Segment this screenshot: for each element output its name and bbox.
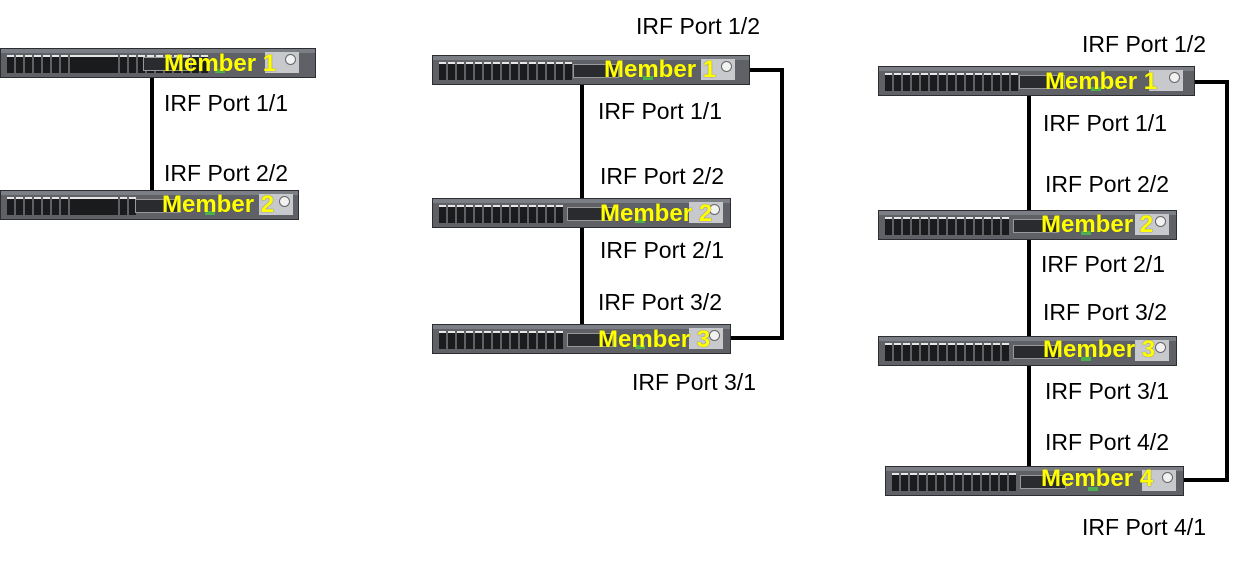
irf-port-label: IRF Port 2/1 (1041, 251, 1165, 277)
status-led-icon (215, 69, 225, 73)
switch-t3-member-2 (432, 198, 731, 228)
member-label: Member 2 (600, 200, 713, 227)
status-led-icon (205, 211, 215, 215)
switch-top-strip (886, 467, 1183, 471)
member-label: Member 3 (598, 326, 711, 353)
port-block-a (7, 55, 113, 73)
member-label: Member 2 (162, 191, 275, 218)
irf-port-label: IRF Port 1/1 (598, 98, 722, 124)
member-label: Member 4 (1041, 465, 1154, 492)
port-block-a (885, 73, 1018, 91)
switch-top-strip (1, 191, 298, 195)
port-block-a (885, 343, 1009, 361)
switch-top-strip (879, 67, 1194, 71)
hp-logo-icon (259, 194, 293, 215)
hp-logo-icon (701, 59, 735, 80)
member-label: Member 1 (1045, 68, 1158, 95)
switch-top-strip (433, 56, 749, 60)
port-block-a (439, 205, 563, 223)
switch-t3-member-3 (432, 324, 731, 354)
irf-port-label: IRF Port 4/1 (1082, 514, 1206, 540)
irf-port-label: IRF Port 3/2 (598, 289, 722, 315)
irf-port-label: IRF Port 3/1 (632, 369, 756, 395)
port-block-a (439, 331, 563, 349)
status-led-icon (1081, 231, 1091, 235)
hp-logo-icon (1149, 70, 1183, 91)
hp-logo-icon (689, 328, 723, 349)
switch-t4-member-1 (878, 66, 1195, 96)
link-t4-ring-m1-m4 (1182, 80, 1229, 482)
member-label: Member 3 (1043, 336, 1156, 363)
irf-port-label: IRF Port 2/2 (1045, 171, 1169, 197)
irf-port-label: IRF Port 2/2 (164, 160, 288, 186)
status-led-icon (1081, 357, 1091, 361)
hp-logo-icon (1135, 214, 1169, 235)
irf-port-label: IRF Port 1/1 (1043, 110, 1167, 136)
status-led-icon (635, 219, 645, 223)
sfp-slot (1013, 345, 1059, 359)
port-block-a (7, 197, 113, 215)
irf-port-label: IRF Port 4/2 (1045, 429, 1169, 455)
status-led-icon (635, 345, 645, 349)
hp-logo-icon (689, 202, 723, 223)
switch-top-strip (879, 211, 1176, 215)
irf-port-label: IRF Port 2/1 (600, 237, 724, 263)
switch-t2-member-1 (0, 48, 316, 78)
switch-top-strip (879, 337, 1176, 341)
irf-port-label: IRF Port 1/2 (1082, 31, 1206, 57)
member-label: Member 1 (164, 50, 277, 77)
switch-top-strip (1, 49, 315, 53)
sfp-slot (567, 207, 613, 221)
sfp-slot (573, 64, 619, 78)
status-led-icon (643, 76, 653, 80)
port-block-b (75, 197, 136, 215)
status-led-icon (1088, 487, 1098, 491)
sfp-slot (1019, 75, 1065, 89)
member-label: Member 1 (604, 56, 717, 83)
sfp-slot (567, 333, 613, 347)
irf-port-label: IRF Port 2/2 (600, 163, 724, 189)
irf-port-label: IRF Port 1/2 (636, 13, 760, 39)
switch-top-strip (433, 199, 730, 203)
hp-logo-icon (265, 52, 299, 73)
sfp-slot (143, 57, 189, 71)
irf-port-label: IRF Port 3/2 (1043, 299, 1167, 325)
status-led-icon (1091, 87, 1101, 91)
switch-top-strip (433, 325, 730, 329)
port-block-a (439, 62, 572, 80)
irf-port-label: IRF Port 1/1 (164, 90, 288, 116)
switch-t4-member-3 (878, 336, 1177, 366)
sfp-slot (1013, 219, 1059, 233)
hp-logo-icon (1142, 470, 1176, 491)
switch-t3-member-1 (432, 55, 750, 85)
sfp-slot (135, 199, 181, 213)
hp-logo-icon (1135, 340, 1169, 361)
port-block-a (885, 217, 1009, 235)
port-block-a (892, 473, 1016, 491)
sfp-slot (1020, 475, 1066, 489)
irf-port-label: IRF Port 3/1 (1045, 378, 1169, 404)
switch-t4-member-2 (878, 210, 1177, 240)
link-t3-ring-m1-m3 (730, 68, 784, 340)
member-label: Member 2 (1041, 211, 1154, 238)
switch-t2-member-2 (0, 190, 299, 220)
switch-t4-member-4 (885, 466, 1184, 496)
